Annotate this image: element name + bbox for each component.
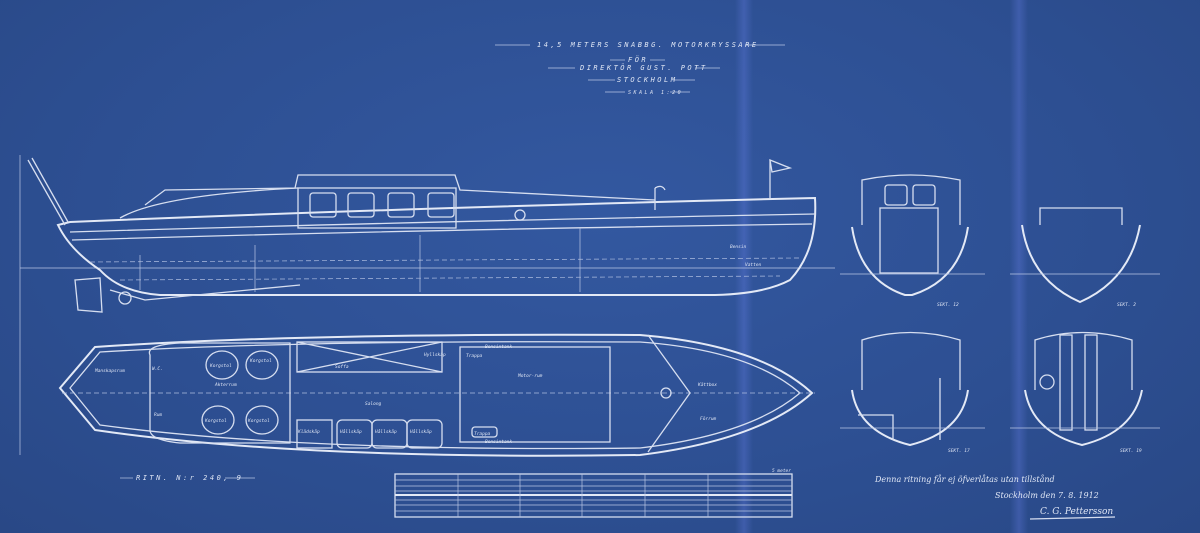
plan-label-locker-1: Hållskåp: [339, 428, 362, 435]
scale-bar: 5 meter: [394, 468, 793, 518]
title-block: 14,5 METERS SNABBG. MOTORKRYSSARE FÖR DI…: [495, 41, 785, 96]
scale-bar-unit: 5 meter: [772, 468, 791, 474]
plan-label-stair: Trappa: [466, 353, 483, 359]
plan-label-aft-cockpit: Akterrum: [214, 382, 237, 388]
title-line-3: DIREKTÖR GUST. POTT: [579, 63, 708, 72]
signature: C. G. Pettersson: [1040, 507, 1113, 517]
plan-label-forepeak: Kättbox: [697, 382, 717, 388]
fold-crease: [735, 0, 753, 533]
plan-label-stair-2: Trappa: [474, 431, 491, 437]
plan-label-chair: Korgstol: [247, 418, 270, 424]
title-line-4: STOCKHOLM: [617, 76, 677, 84]
profile-view: Bensin Vatten: [19, 155, 835, 455]
plan-label-chair: Korgstol: [209, 363, 232, 369]
plan-label-locker-3: Hållskåp: [409, 428, 432, 435]
profile-label-tank: Bensin: [730, 244, 747, 250]
section-19: SEKT. 19: [1010, 331, 1160, 454]
plan-label-fuel-tank-2: Bensintank: [485, 439, 512, 445]
section-views: SEKT. 12 SEKT. 2 SEKT. 17: [840, 174, 1160, 454]
section-17: SEKT. 17: [840, 331, 985, 454]
title-line-5: SKALA 1:20: [628, 90, 683, 96]
profile-label-water: Vatten: [745, 262, 762, 268]
plan-label-engine-room: Motor-rum: [517, 373, 543, 379]
plan-label-shelf: Hyllskåp: [423, 351, 446, 358]
title-line-2: FÖR: [628, 55, 648, 64]
section-label: SEKT. 17: [948, 448, 970, 454]
fold-crease: [1010, 0, 1028, 533]
plan-label-chair: Korgstol: [204, 418, 227, 424]
plan-label-wc: W.C.: [152, 366, 163, 372]
drawing-number: RITN. N:r 240, 9: [136, 474, 243, 482]
section-label: SEKT. 12: [937, 302, 959, 308]
section-2: SEKT. 2: [1010, 207, 1160, 308]
section-label: SEKT. 2: [1117, 302, 1136, 308]
plan-label-fuel-tank: Bensintank: [485, 344, 512, 350]
plan-label-aft-room: Manskapsrum: [94, 368, 125, 374]
plan-view: Manskapsrum W.C. Korgstol Korgstol Korgs…: [58, 333, 815, 457]
title-line-1: 14,5 METERS SNABBG. MOTORKRYSSARE: [537, 41, 759, 49]
plan-label-locker-2: Hållskåp: [374, 428, 397, 435]
plan-label-saloon: Salong: [365, 401, 382, 407]
plan-label-fore: Förrum: [700, 416, 717, 422]
section-label: SEKT. 19: [1120, 448, 1142, 454]
note-date: Stockholm den 7. 8. 1912: [995, 491, 1099, 500]
plan-label-wardrobe: Klädskåp: [297, 428, 320, 435]
plan-label-sofa: Soffa: [335, 364, 349, 370]
section-12: SEKT. 12: [840, 174, 985, 308]
note-text: Denna ritning får ej öfverlåtas utan til…: [874, 475, 1055, 484]
plan-label-locker: Rum: [154, 412, 162, 418]
plan-label-chair: Korgstol: [249, 358, 272, 364]
